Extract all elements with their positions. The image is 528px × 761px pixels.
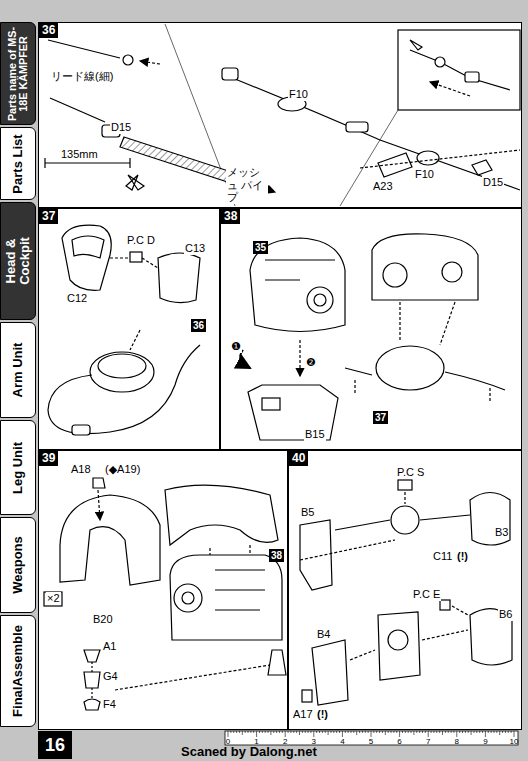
part-note: メッシュ パイプ (226, 166, 268, 204)
tab-label: Head & Cockpit (4, 226, 31, 296)
tab-label: Arm Unit (11, 343, 25, 398)
ruler-number: 8 (454, 737, 460, 746)
part-callout: P.C E (412, 588, 441, 601)
part-callout: F10 (288, 88, 309, 101)
part-callout: F10 (414, 168, 435, 181)
ruler-number: 5 (368, 737, 374, 746)
side-tab: Weapons (0, 517, 36, 613)
ruler-number: 7 (425, 737, 431, 746)
dimension: 135mm (60, 148, 99, 161)
part-callout: P.C D (126, 234, 156, 247)
part-callout: A1 (102, 640, 117, 653)
tab-label: Weapons (11, 536, 25, 594)
part-callout: B5 (300, 506, 315, 519)
step-panel: 36 (38, 22, 522, 208)
step-number: 40 (289, 451, 308, 466)
caution-mark: (!) (316, 708, 329, 721)
part-callout: D15 (110, 121, 132, 134)
callout-number: 38 (271, 550, 282, 561)
tab-label: Parts name of MS-18E KÄMPFER (7, 26, 30, 122)
step-number: 39 (39, 451, 58, 466)
part-callout: A23 (372, 180, 394, 193)
part-callout: A17 (292, 708, 314, 721)
step-number: 38 (221, 209, 240, 224)
order-number: ❶ (230, 340, 242, 353)
step-panel: 40 (288, 450, 522, 730)
part-callout: B6 (498, 608, 513, 621)
quantity: ×2 (46, 592, 61, 605)
side-tab: Leg Unit (0, 420, 36, 515)
part-callout: A18 (70, 463, 92, 476)
part-callout: (◆A19) (104, 463, 141, 476)
watermark: Scaned by Dalong.net (180, 745, 318, 760)
ruler-number: 6 (396, 737, 402, 746)
assembly-ref: 36 (191, 319, 206, 332)
part-callout: B15 (304, 428, 326, 441)
callout-number: 37 (375, 412, 386, 423)
callout-number: 35 (255, 242, 266, 253)
ruler-number: 10 (509, 737, 520, 746)
assembly-ref: 38 (269, 549, 284, 562)
side-tab: FinalAssemble (0, 615, 36, 727)
assembly-ref: 35 (253, 241, 268, 254)
step-panel: 39 38 (38, 450, 288, 730)
part-callout: B4 (316, 628, 331, 641)
step-panel: 38 35 37 (220, 208, 522, 450)
part-callout: C12 (66, 292, 88, 305)
part-callout: C13 (184, 242, 206, 255)
part-callout: B20 (92, 613, 114, 626)
part-callout: D15 (482, 176, 504, 189)
step-number: 36 (39, 23, 58, 38)
ruler-number: 9 (482, 737, 488, 746)
part-callout: G4 (102, 670, 119, 683)
part-callout: P.C S (396, 466, 425, 479)
side-tab: Parts name of MS-18E KÄMPFER (0, 22, 36, 125)
caution-mark: (!) (456, 550, 469, 563)
order-number: ❷ (305, 356, 317, 369)
part-callout: F4 (102, 698, 117, 711)
tab-label: FinalAssemble (11, 625, 25, 717)
side-tab: Arm Unit (0, 322, 36, 418)
part-note: リード線(細) (50, 70, 114, 83)
ruler-number: 4 (339, 737, 345, 746)
page-number-text: 16 (45, 735, 65, 755)
part-callout: B3 (494, 526, 509, 539)
side-tab: Parts List (0, 127, 36, 200)
page-number: 16 (38, 731, 72, 759)
callout-number: 36 (193, 320, 204, 331)
side-tab: Head & Cockpit (0, 202, 36, 320)
step-number: 37 (39, 209, 58, 224)
part-callout: C11 (432, 550, 453, 563)
tab-label: Parts List (11, 134, 25, 193)
tab-label: Leg Unit (11, 442, 25, 494)
assembly-ref: 37 (373, 411, 388, 424)
